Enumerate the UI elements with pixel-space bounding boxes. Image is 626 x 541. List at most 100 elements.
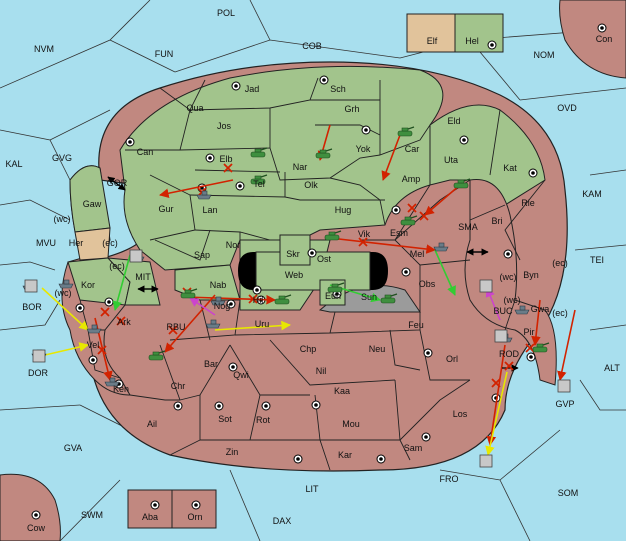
sea-label-gvg: GVG: [52, 153, 72, 163]
province-label-amp: Amp: [402, 174, 421, 184]
supply-center-icon: [391, 205, 401, 215]
supply-center-icon: [307, 248, 317, 258]
province-label-los: Los: [453, 409, 468, 419]
ship-icon[interactable]: [104, 377, 120, 387]
sea-label-sma: SMA: [458, 222, 478, 232]
province-label-ail: Ail: [147, 419, 157, 429]
province-label-obs: Obs: [419, 279, 436, 289]
province-label-nar: Nar: [293, 162, 308, 172]
sea-label-fro: FRO: [440, 474, 459, 484]
province-label-gwa: Gwa: [531, 304, 550, 314]
failed-order-mark: [407, 203, 417, 213]
tank-icon[interactable]: [397, 126, 415, 137]
sea-label-ovd: OVD: [557, 103, 577, 113]
tank-icon[interactable]: [400, 215, 418, 226]
province-label-cow: Cow: [27, 523, 46, 533]
tank-icon[interactable]: [274, 294, 292, 305]
failed-order-mark: [168, 325, 178, 335]
unit-box: [479, 279, 493, 293]
supply-center-icon: [319, 75, 329, 85]
province-label-byn: Byn: [523, 270, 539, 280]
province-skr[interactable]: [279, 234, 311, 266]
sea-label-kam: KAM: [582, 189, 602, 199]
tank-icon[interactable]: [532, 342, 550, 353]
failed-order-mark: [491, 378, 501, 388]
failed-order-mark: [358, 237, 368, 247]
province-label-kat: Kat: [503, 163, 517, 173]
province-label-car: Car: [405, 144, 420, 154]
ship-icon[interactable]: [210, 296, 226, 306]
province-label-kar: Kar: [338, 450, 352, 460]
province-label-rot: Rot: [256, 415, 271, 425]
units: [22, 126, 571, 468]
tank-icon[interactable]: [180, 288, 198, 299]
province-ark[interactable]: [106, 257, 161, 306]
province-label-eld: Eld: [447, 116, 460, 126]
tank-icon[interactable]: [250, 147, 268, 158]
sea-label-nom: NOM: [534, 50, 555, 60]
province-eun[interactable]: [319, 279, 346, 306]
supply-center-icon: [252, 285, 262, 295]
province-label-elb: Elb: [219, 154, 232, 164]
province-label-qwi: Qwi: [233, 370, 249, 380]
unit-box: [557, 379, 571, 393]
province-cow[interactable]: [0, 473, 61, 541]
tank-icon[interactable]: [327, 282, 345, 293]
province-label-ark: Ark: [117, 317, 131, 327]
supply-center-icon: [228, 362, 238, 372]
sea-label-bor: BOR: [22, 302, 42, 312]
coast-label: (wc): [54, 214, 71, 224]
sea-label-rbu: RBU: [166, 322, 185, 332]
ship-icon[interactable]: [196, 190, 212, 200]
sea-label-gor: GOR: [107, 178, 128, 188]
ship-icon[interactable]: [514, 305, 530, 315]
province-label-grh: Grh: [344, 104, 359, 114]
ship-icon[interactable]: [205, 319, 221, 329]
province-aba[interactable]: [127, 489, 173, 529]
tank-icon[interactable]: [380, 293, 398, 304]
ship-icon[interactable]: [433, 242, 449, 252]
failed-order-mark: [248, 294, 258, 304]
supply-center-icon: [214, 401, 224, 411]
supply-center-icon: [173, 401, 183, 411]
unit-box: [24, 279, 38, 293]
unit-box: [494, 329, 508, 343]
province-label-uru: Uru: [255, 319, 270, 329]
tank-icon[interactable]: [453, 178, 471, 189]
province-label-vik: Vik: [358, 229, 371, 239]
province-con[interactable]: [559, 0, 626, 79]
ship-icon[interactable]: [86, 324, 102, 334]
failed-order-mark: [223, 163, 233, 173]
failed-order-mark: [504, 361, 514, 371]
province-elf[interactable]: [406, 13, 456, 53]
supply-center-icon: [459, 135, 469, 145]
tank-icon[interactable]: [250, 174, 268, 185]
supply-center-icon: [231, 81, 241, 91]
supply-center-icon: [205, 153, 215, 163]
province-label-ken: Ken: [113, 384, 129, 394]
province-label-her: Her: [69, 238, 84, 248]
tank-icon[interactable]: [148, 350, 166, 361]
tank-icon[interactable]: [315, 148, 333, 159]
supply-center-icon: [293, 454, 303, 464]
supply-center-icon: [88, 355, 98, 365]
coast-label: (ec): [109, 261, 125, 271]
province-label-orn: Orn: [187, 512, 202, 522]
supply-center-icon: [226, 299, 236, 309]
tank-icon[interactable]: [324, 230, 342, 241]
province-label-zin: Zin: [226, 447, 239, 457]
province-label-yok: Yok: [356, 144, 371, 154]
province-label-chp: Chp: [300, 344, 317, 354]
province-label-olk: Olk: [304, 180, 318, 190]
sea-label-dor: DOR: [28, 368, 49, 378]
province-label-nil: Nil: [316, 366, 327, 376]
sea-label-pol: POL: [217, 8, 235, 18]
supply-center-icon: [401, 267, 411, 277]
province-label-neu: Neu: [369, 344, 386, 354]
supply-center-icon: [235, 181, 245, 191]
ship-icon[interactable]: [58, 279, 74, 289]
province-label-jos: Jos: [217, 121, 232, 131]
supply-center-icon: [528, 168, 538, 178]
supply-center-icon: [311, 400, 321, 410]
